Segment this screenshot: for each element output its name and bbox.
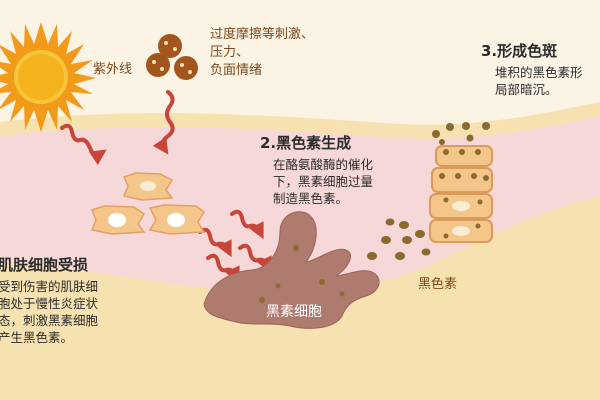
- production-line-3: 制造黑色素。: [273, 191, 349, 206]
- damage-line-2: 胞处于慢性炎症状: [0, 296, 99, 311]
- production-title: 2.黑色素生成: [260, 134, 352, 152]
- stimulus-label-1: 过度摩擦等刺激、: [210, 27, 315, 42]
- damage-line-4: 产生黑色素。: [0, 330, 74, 345]
- damaged-cells: [90, 172, 206, 235]
- production-line-1: 在酪氨酸酶的催化: [273, 157, 374, 172]
- stimulus-label-3: 负面情绪: [210, 63, 263, 78]
- stacked-cells: [429, 145, 493, 243]
- damage-line-3: 态，刺激黑素细胞: [0, 313, 99, 328]
- stimulus-icon: [146, 34, 198, 80]
- stimulus-label-2: 压力、: [210, 45, 250, 60]
- uv-label: 紫外线: [93, 62, 133, 77]
- sun-icon: [0, 22, 96, 132]
- spots-line-2: 局部暗沉。: [495, 82, 558, 97]
- melanin-label: 黑色素: [418, 277, 458, 292]
- spots-title: 3.形成色斑: [481, 42, 558, 60]
- damage-line-1: 受到伤害的肌肤细: [0, 279, 99, 294]
- spots-line-1: 堆积的黑色素形: [495, 65, 583, 80]
- production-line-2: 下，黑素细胞过量: [273, 174, 374, 189]
- uv-arrows: [60, 90, 272, 284]
- melanin-granules: [367, 218, 431, 260]
- melanocyte-label: 黑素细胞: [266, 304, 322, 320]
- melanocyte-cell: [203, 211, 380, 329]
- damage-title: 肌肤细胞受损: [0, 256, 89, 274]
